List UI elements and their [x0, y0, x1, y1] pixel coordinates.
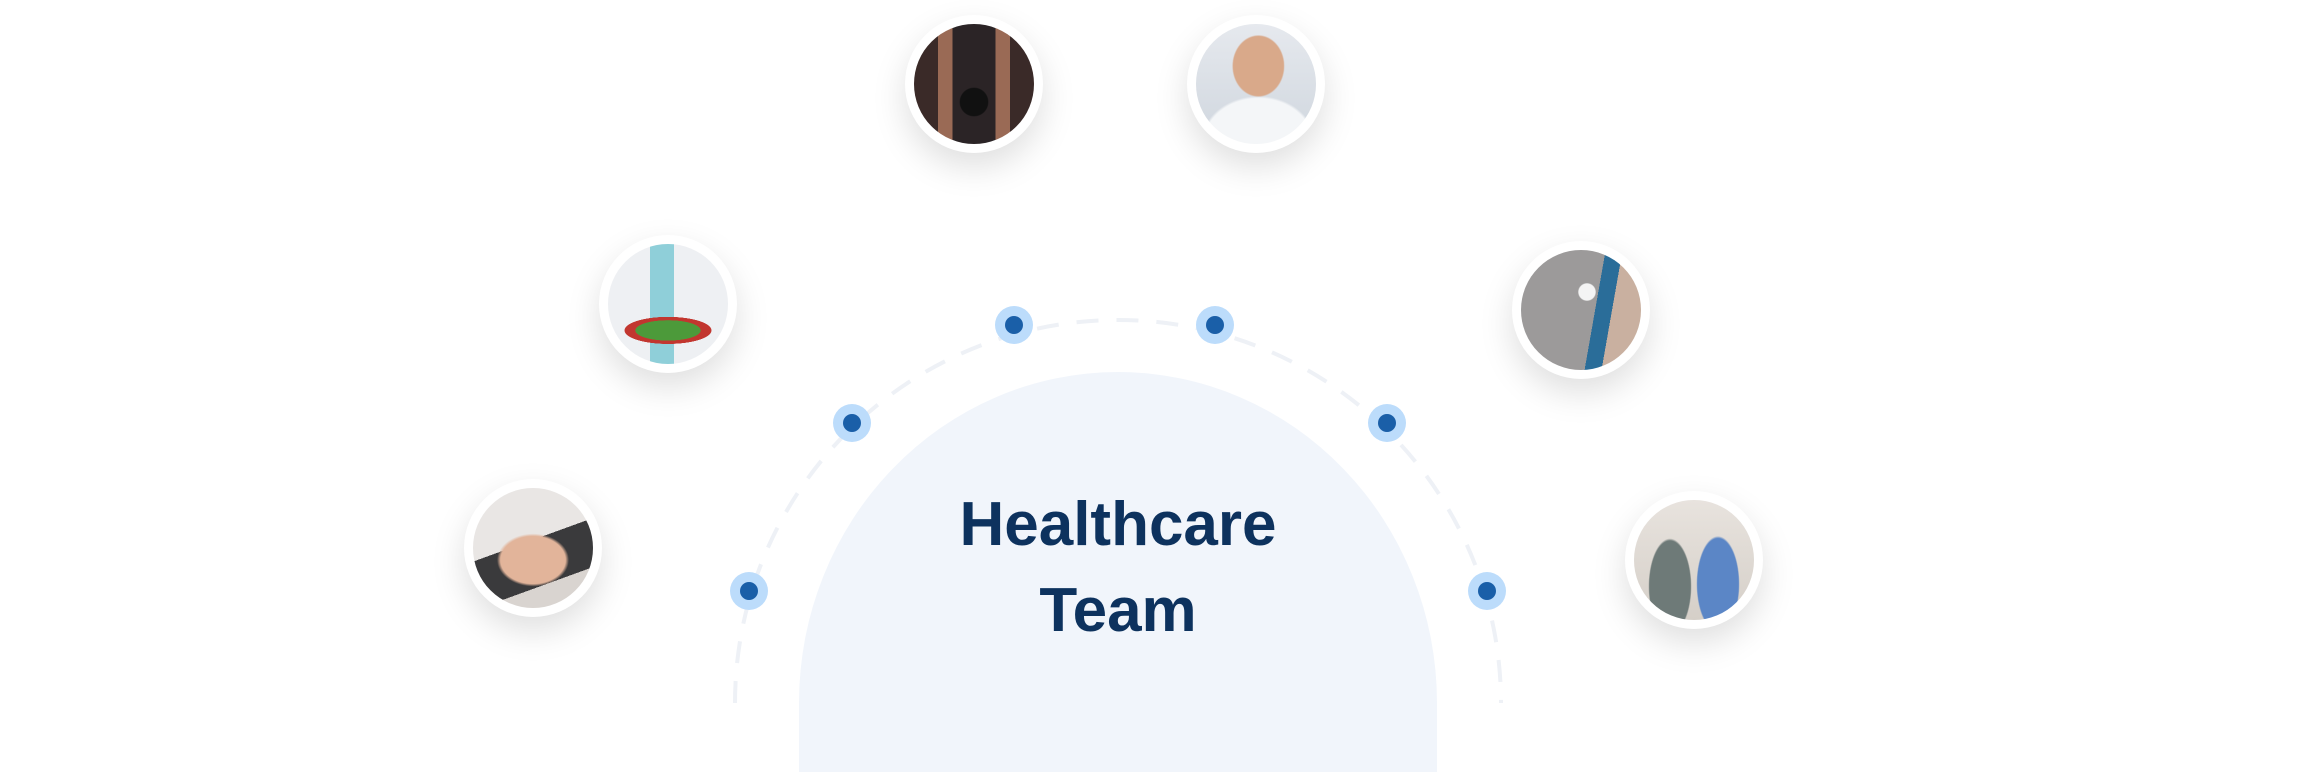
nutritionist-photo	[599, 235, 737, 373]
orbit-dot	[730, 572, 768, 610]
title-line-1: Healthcare	[959, 490, 1277, 559]
physiotherapist-photo	[464, 479, 602, 617]
title-line-2: Team	[1039, 576, 1197, 645]
dashed-orbit-arc	[733, 318, 1503, 703]
specialist-stethoscope-photo	[1512, 241, 1650, 379]
orbit-dot	[1368, 404, 1406, 442]
caregiver-nurse-photo	[1625, 491, 1763, 629]
orbit-dot	[1196, 306, 1234, 344]
orbit-dot	[833, 404, 871, 442]
fitness-trainer-photo	[905, 15, 1043, 153]
orbit-dot	[995, 306, 1033, 344]
physician-photo	[1187, 15, 1325, 153]
orbit-dot	[1468, 572, 1506, 610]
